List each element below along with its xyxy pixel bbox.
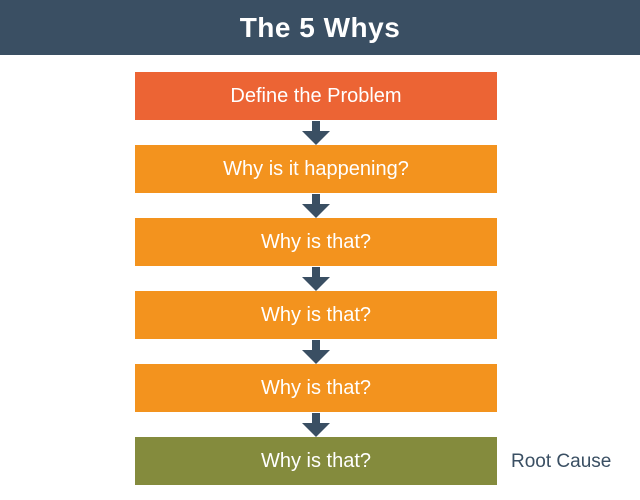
title-bar: The 5 Whys [0,0,640,55]
step-row: Define the Problem [135,72,497,145]
step-box: Define the Problem [135,72,497,120]
step-label: Why is it happening? [223,157,409,180]
step-label: Why is that? [260,303,372,326]
step-label: Define the Problem [230,84,402,107]
root-cause-label: Root Cause [511,450,612,472]
page-title: The 5 Whys [239,11,401,43]
down-arrow-icon [135,120,497,145]
down-arrow-icon [135,412,497,437]
step-box: Why is that? [135,364,497,412]
down-arrow-icon [135,339,497,364]
step-row: Why is that? [135,364,497,437]
step-row: Why is that? [135,218,497,291]
step-box: Why is that? [135,218,497,266]
step-label: Why is that? [260,376,372,399]
steps-column: Define the Problem Why is it happening? … [135,72,497,485]
step-label: Why is that? [260,449,372,472]
step-row: Why is that? [135,437,497,485]
step-box: Why is that? [135,437,497,485]
step-box: Why is it happening? [135,145,497,193]
step-box: Why is that? [135,291,497,339]
step-row: Why is that? [135,291,497,364]
step-label: Why is that? [260,230,372,253]
down-arrow-icon [135,266,497,291]
down-arrow-icon [135,193,497,218]
step-row: Why is it happening? [135,145,497,218]
